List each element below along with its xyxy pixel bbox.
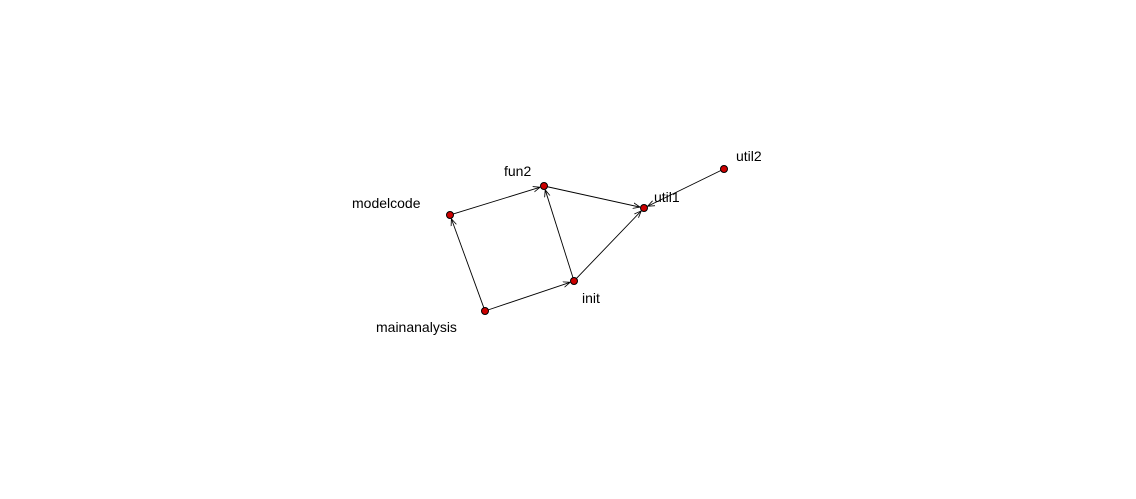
node-init	[570, 277, 578, 285]
edge-init-to-fun2	[545, 190, 574, 278]
node-util1	[640, 204, 648, 212]
labels-layer: modelcode fun2 util1 util2 init mainanalysis	[352, 148, 762, 335]
edge-mainanalysis-to-init	[488, 282, 570, 311]
node-mainanalysis	[481, 307, 489, 315]
node-label-util1: util1	[654, 189, 680, 205]
node-label-init: init	[582, 290, 600, 306]
node-label-modelcode: modelcode	[352, 195, 421, 211]
edge-mainanalysis-to-modelcode	[451, 219, 485, 308]
node-modelcode	[446, 211, 454, 219]
edge-fun2-to-util1	[547, 186, 640, 207]
nodes-layer	[446, 165, 728, 315]
node-fun2	[540, 182, 548, 190]
node-label-fun2: fun2	[504, 163, 531, 179]
edge-modelcode-to-fun2	[453, 187, 540, 215]
edges-layer	[451, 170, 722, 311]
node-util2	[720, 165, 728, 173]
node-label-mainanalysis: mainanalysis	[376, 319, 457, 335]
edge-init-to-util1	[576, 211, 641, 279]
node-label-util2: util2	[736, 148, 762, 164]
edge-util2-to-util1	[648, 170, 722, 207]
